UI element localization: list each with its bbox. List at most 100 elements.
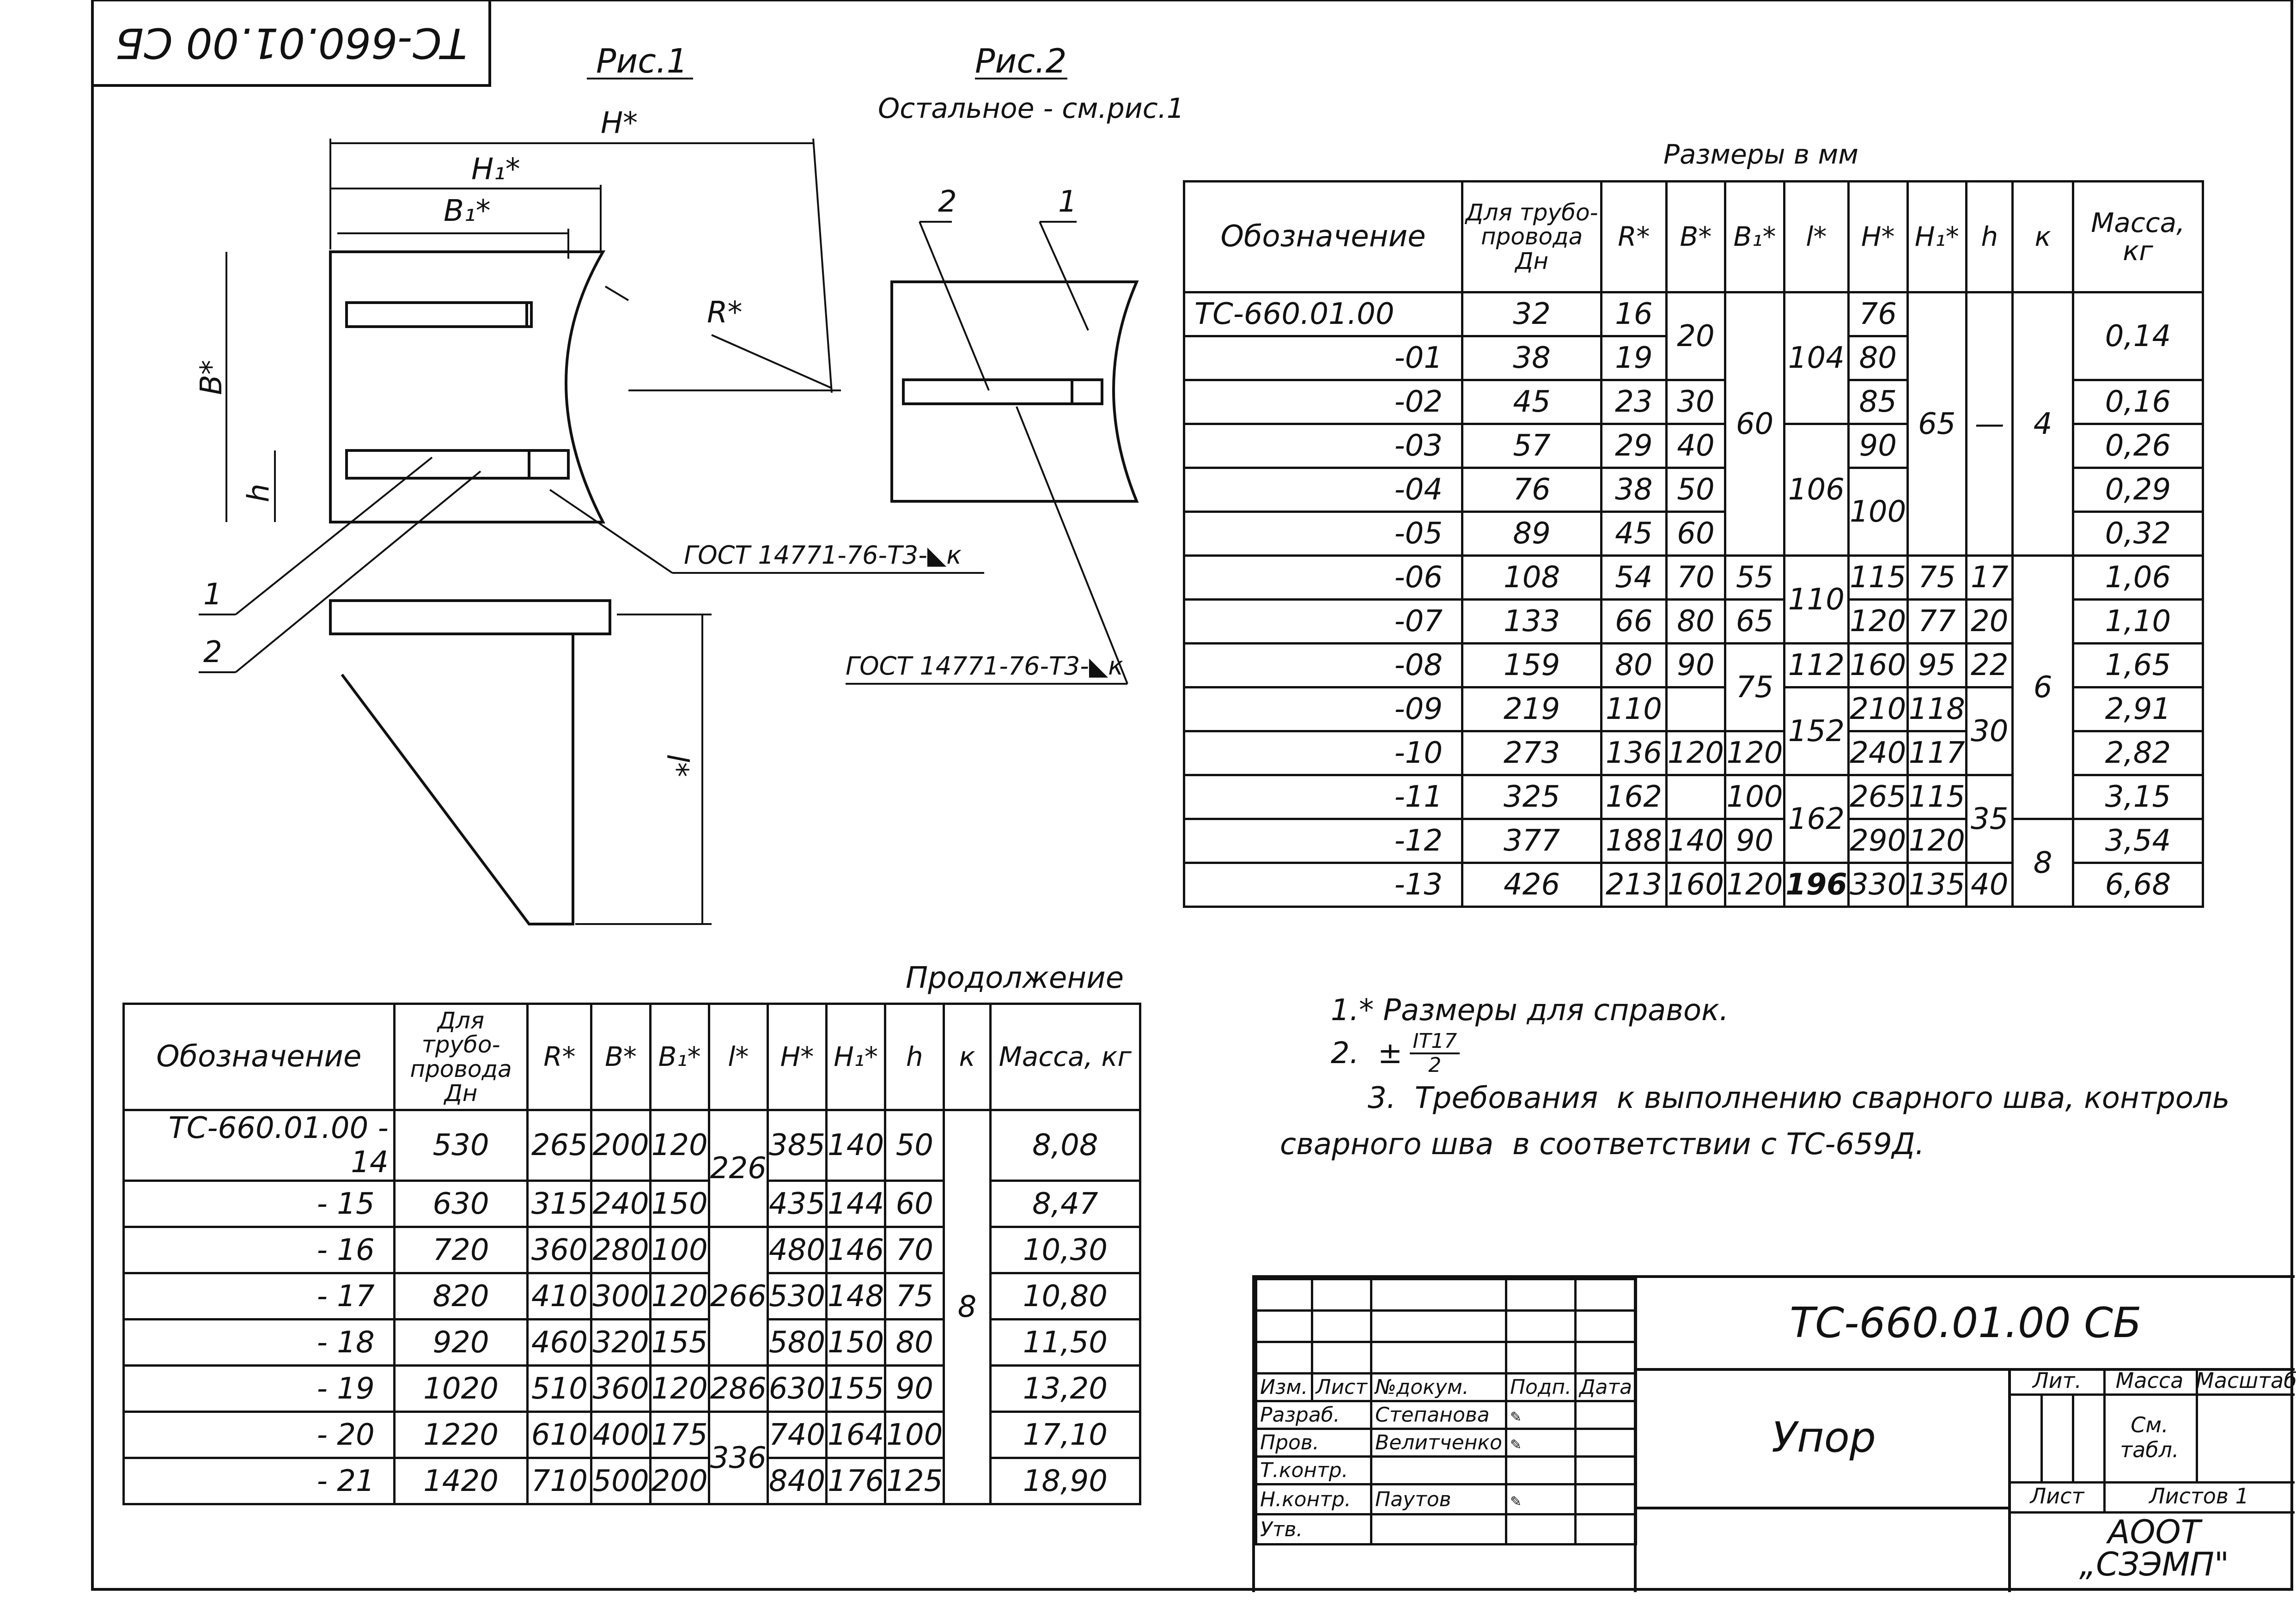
table-cell: 90	[1847, 423, 1909, 469]
dim-B-star: B*	[194, 360, 229, 395]
table-cell: 155	[649, 1318, 710, 1367]
tb-sign-2: ✎	[1504, 1428, 1577, 1458]
table-cell: —	[1965, 291, 2014, 557]
table-cell: 120	[1906, 818, 1968, 864]
table-cell: 40	[1665, 423, 1727, 469]
table-cell: 140	[1665, 818, 1727, 864]
fig2-view	[890, 280, 1139, 503]
table-cell: 50	[884, 1109, 945, 1182]
table-cell: 66	[1600, 598, 1668, 645]
tb-podp: Подп.	[1504, 1372, 1577, 1402]
table-cell: 265	[1847, 774, 1909, 820]
table-cell: 19	[1600, 335, 1668, 381]
table-cell: -01	[1182, 335, 1464, 381]
table-cell: 210	[1847, 686, 1909, 732]
fig1-callout-2: 2	[203, 635, 222, 669]
table-cell: 65	[1906, 291, 1968, 557]
tb-right-panel: Лит. Масса Масштаб См. табл. Лист Листов…	[2008, 1368, 2296, 1592]
table-cell: 50	[1665, 467, 1727, 513]
table-cell: 136	[1600, 730, 1668, 776]
table-cell: 65	[1724, 598, 1785, 645]
table-cell: 265	[526, 1109, 593, 1182]
title-block: Изм. Лист №докум. Подп. Дата Разраб. Сте…	[1252, 1275, 2296, 1592]
table-cell: 85	[1847, 379, 1909, 425]
table-cell: 1420	[393, 1457, 529, 1505]
table-cell: 150	[825, 1318, 887, 1367]
table-cell: 219	[1461, 686, 1603, 732]
table-cell: ТС-660.01.00	[1182, 291, 1464, 337]
table-cell: -13	[1182, 862, 1464, 908]
t2-h-h: h	[884, 1003, 945, 1111]
tb-listov: Листов 1	[2103, 1484, 2295, 1514]
table-cell: 240	[1847, 730, 1909, 776]
fig2-callout-2: 2	[938, 185, 957, 219]
table-cell: 106	[1783, 423, 1850, 557]
table-cell: 266	[707, 1226, 769, 1367]
table-cell: 0,32	[2071, 511, 2205, 557]
table-cell: 30	[1665, 379, 1727, 425]
table-cell: 100	[1724, 774, 1785, 820]
table-cell: ТС-660.01.00 - 14	[122, 1109, 396, 1182]
table-cell: 175	[649, 1411, 710, 1459]
fig1-top-view	[329, 250, 606, 523]
table-cell: 6,68	[2071, 862, 2205, 908]
table-cell: 8	[943, 1109, 992, 1505]
table-cell: 155	[825, 1364, 887, 1413]
table-cell: 6	[2011, 554, 2074, 820]
table-cell: 1,65	[2071, 642, 2205, 688]
table-cell: 159	[1461, 642, 1603, 688]
table-cell: 38	[1600, 467, 1668, 513]
table-cell: 530	[766, 1272, 828, 1320]
table1-caption: Размеры в мм	[1663, 139, 1858, 170]
table-cell: 480	[766, 1226, 828, 1274]
table-cell: 460	[526, 1318, 593, 1367]
tb-nkontr: Н.контр.	[1255, 1483, 1373, 1515]
table-cell: 38	[1461, 335, 1603, 381]
t1-h-l: l*	[1783, 180, 1850, 293]
table-cell: 75	[1906, 554, 1968, 601]
table-cell: 0,29	[2071, 467, 2205, 513]
table-cell: 104	[1783, 291, 1850, 425]
table-cell: 120	[649, 1364, 710, 1413]
t2-h-hstar: H*	[766, 1003, 828, 1111]
table-cell: -05	[1182, 511, 1464, 557]
table-cell: 510	[526, 1364, 593, 1413]
table-cell: 22	[1965, 642, 2014, 688]
t2-h-l: l*	[707, 1003, 769, 1111]
table-cell: 70	[1665, 554, 1727, 601]
table-cell: 426	[1461, 862, 1603, 908]
t1-h-h1: H₁*	[1906, 180, 1968, 293]
table-cell: 226	[707, 1109, 769, 1228]
table-cell: 377	[1461, 818, 1603, 864]
tb-list: Лист	[2011, 1484, 2106, 1514]
table-cell: 630	[393, 1180, 529, 1228]
table-cell: 710	[526, 1457, 593, 1505]
t1-h-hstar: H*	[1847, 180, 1909, 293]
table-cell: 17,10	[989, 1411, 1142, 1459]
table-cell: 30	[1965, 686, 2014, 776]
table-cell: 0,14	[2071, 291, 2205, 381]
table2-caption: Продолжение	[906, 961, 1124, 995]
t1-h-b1: B₁*	[1724, 180, 1785, 293]
table-cell: 70	[884, 1226, 945, 1274]
table-cell: 286	[707, 1364, 769, 1413]
table-cell: 740	[766, 1411, 828, 1459]
fig2-callout-1: 1	[1058, 185, 1077, 219]
t2-h-dn: Для трубо-провода Дн	[393, 1003, 529, 1111]
table-cell: 8,08	[989, 1109, 1142, 1182]
table-cell: 60	[884, 1180, 945, 1228]
table-cell: 75	[884, 1272, 945, 1320]
table-cell: 90	[1665, 642, 1727, 688]
table-cell: 13,20	[989, 1364, 1142, 1413]
table-cell: 29	[1600, 423, 1668, 469]
table-cell: 120	[1665, 730, 1727, 776]
table-cell: 20	[1965, 598, 2014, 645]
fig2-leaders	[846, 221, 1128, 685]
table-cell: 77	[1906, 598, 1968, 645]
note-3a: 3. Требования к выполнению сварного шва,…	[1368, 1081, 2230, 1115]
dim-B1-star: B₁*	[444, 194, 491, 228]
t1-h-dn: Для трубо-провода Дн	[1461, 180, 1603, 293]
table-cell: -02	[1182, 379, 1464, 425]
stamp-box	[91, 0, 491, 87]
table-cell: 3,54	[2071, 818, 2205, 864]
